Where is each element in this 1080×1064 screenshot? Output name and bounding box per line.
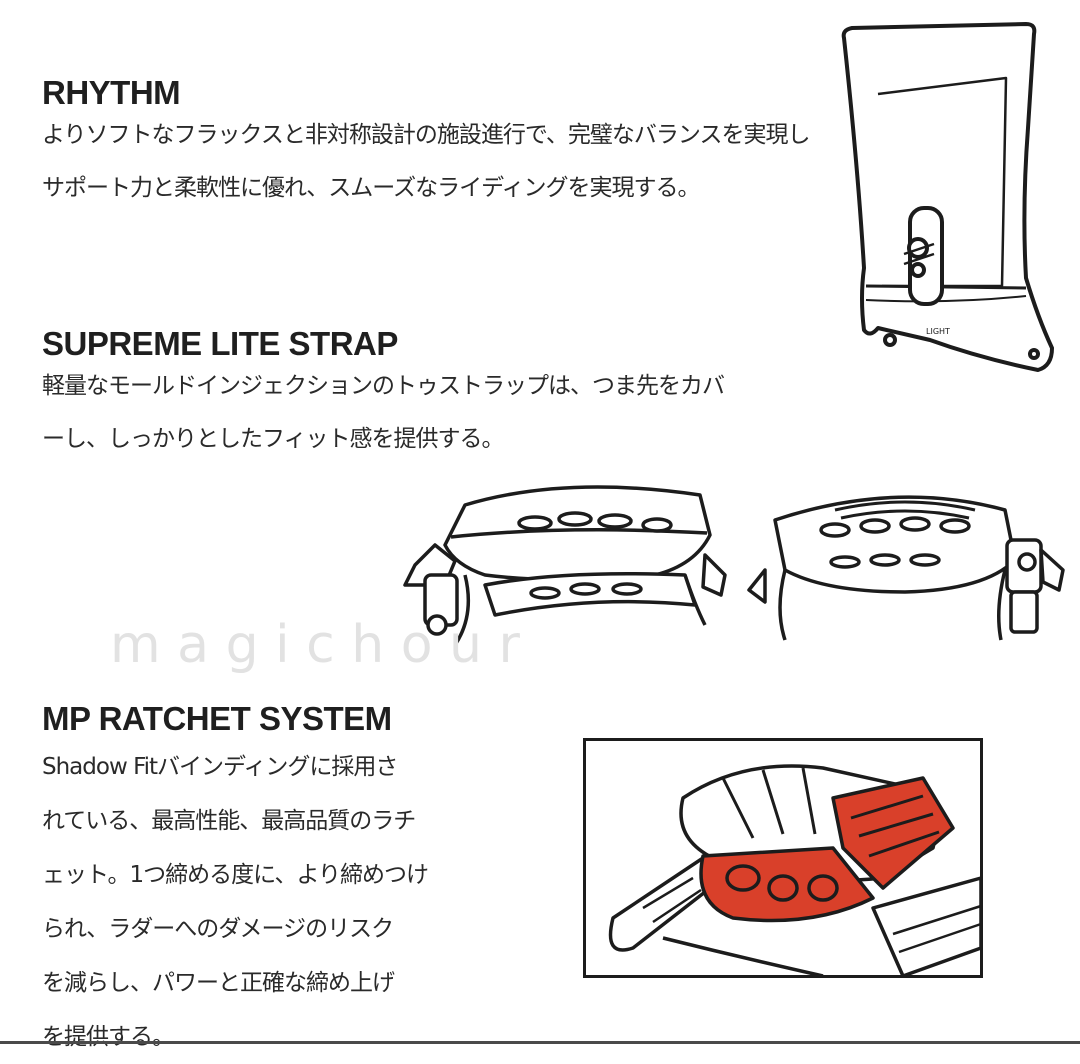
toe-strap-illustration-front [403,485,727,646]
strap-heading: SUPREME LITE STRAP [42,325,398,362]
ratchet-line-6: を提供する。 [42,1024,175,1050]
rhythm-description: よりソフトなフラックスと非対称設計の施設進行で、完璧なバランスを実現し サポート… [42,109,810,215]
ratchet-line-4: られ、ラダーへのダメージのリスク [42,916,394,942]
ratchet-description: Shadow Fitバインディングに採用さ れている、最高性能、最高品質のラチ … [42,740,429,1064]
strap-line-1: 軽量なモールドインジェクションのトゥストラップは、つま先をカバ [42,373,725,399]
ratchet-heading: MP RATCHET SYSTEM [42,700,392,737]
bottom-divider [0,1041,1080,1044]
ratchet-line-5: を減らし、パワーと正確な締め上げ [42,970,395,996]
ratchet-closeup-illustration [583,738,983,978]
ratchet-line-3: ェット。1つ締める度に、より締めつけ [42,862,429,888]
watermark-text: m a g i c h o u r [110,615,520,675]
toe-strap-illustration-back [747,495,1065,641]
strap-description: 軽量なモールドインジェクションのトゥストラップは、つま先をカバ ーし、しっかりと… [42,360,725,466]
rhythm-line-2: サポート力と柔軟性に優れ、スムーズなライディングを実現する。 [42,175,700,201]
rhythm-line-1: よりソフトなフラックスと非対称設計の施設進行で、完璧なバランスを実現し [42,122,810,148]
rhythm-heading: RHYTHM [42,74,181,111]
svg-text:LIGHT: LIGHT [926,327,950,336]
highback-illustration: LIGHT [841,22,1054,372]
ratchet-line-1: Shadow Fitバインディングに採用さ [42,754,398,780]
ratchet-line-2: れている、最高性能、最高品質のラチ [42,808,416,834]
strap-line-2: ーし、しっかりとしたフィット感を提供する。 [42,426,505,452]
